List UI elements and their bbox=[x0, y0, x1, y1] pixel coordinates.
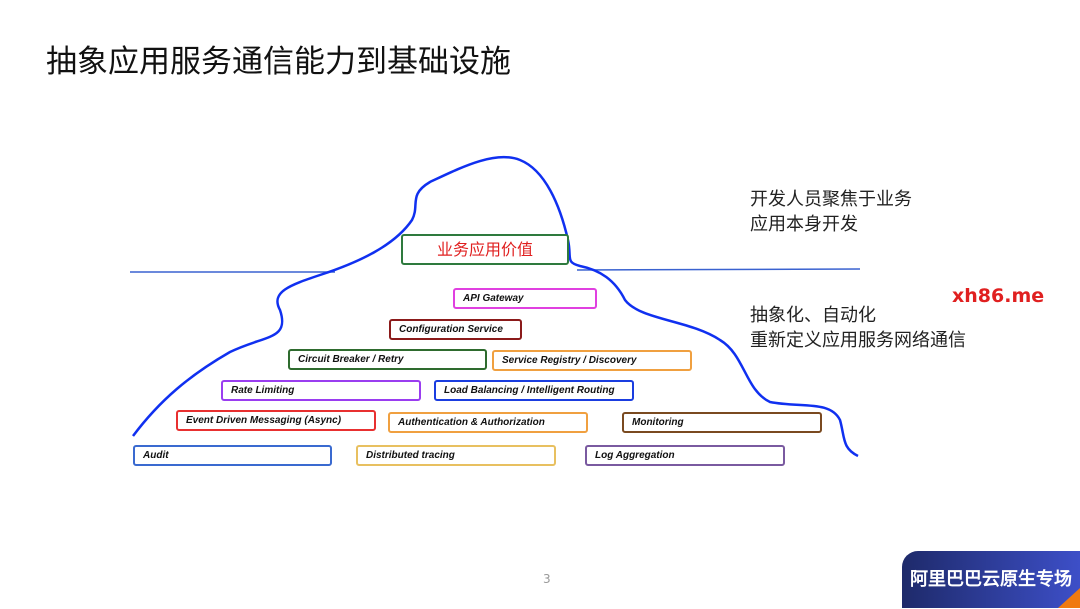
note-top-line: 开发人员聚焦于业务 bbox=[750, 189, 912, 210]
distributed-tracing-box: Distributed tracing bbox=[356, 445, 556, 466]
rate-limiting-box: Rate Limiting bbox=[221, 380, 421, 401]
note-bottom-line: 抽象化、自动化 bbox=[750, 305, 876, 326]
divider-line-right bbox=[576, 268, 861, 271]
watermark: xh86.me bbox=[952, 285, 1045, 307]
note-top: 开发人员聚焦于业务 应用本身开发 bbox=[750, 187, 912, 237]
business-value-box: 业务应用价值 bbox=[401, 234, 569, 265]
auth-box: Authentication & Authorization bbox=[388, 412, 588, 433]
brand-corner-accent bbox=[1058, 588, 1080, 608]
configuration-service-box: Configuration Service bbox=[389, 319, 522, 340]
brand-badge: 阿里巴巴云原生专场 bbox=[902, 551, 1080, 608]
note-bottom-line: 重新定义应用服务网络通信 bbox=[750, 330, 966, 351]
load-balancing-box: Load Balancing / Intelligent Routing bbox=[434, 380, 634, 401]
audit-box: Audit bbox=[133, 445, 332, 466]
service-registry-box: Service Registry / Discovery bbox=[492, 350, 692, 371]
log-aggregation-box: Log Aggregation bbox=[585, 445, 785, 466]
mountain-curve bbox=[132, 155, 859, 458]
page-number: 3 bbox=[543, 572, 551, 586]
note-bottom: 抽象化、自动化 重新定义应用服务网络通信 bbox=[750, 303, 966, 353]
api-gateway-box: API Gateway bbox=[453, 288, 597, 309]
circuit-breaker-box: Circuit Breaker / Retry bbox=[288, 349, 487, 370]
event-driven-box: Event Driven Messaging (Async) bbox=[176, 410, 376, 431]
monitoring-box: Monitoring bbox=[622, 412, 822, 433]
slide-title: 抽象应用服务通信能力到基础设施 bbox=[46, 44, 511, 80]
note-top-line: 应用本身开发 bbox=[750, 214, 858, 235]
